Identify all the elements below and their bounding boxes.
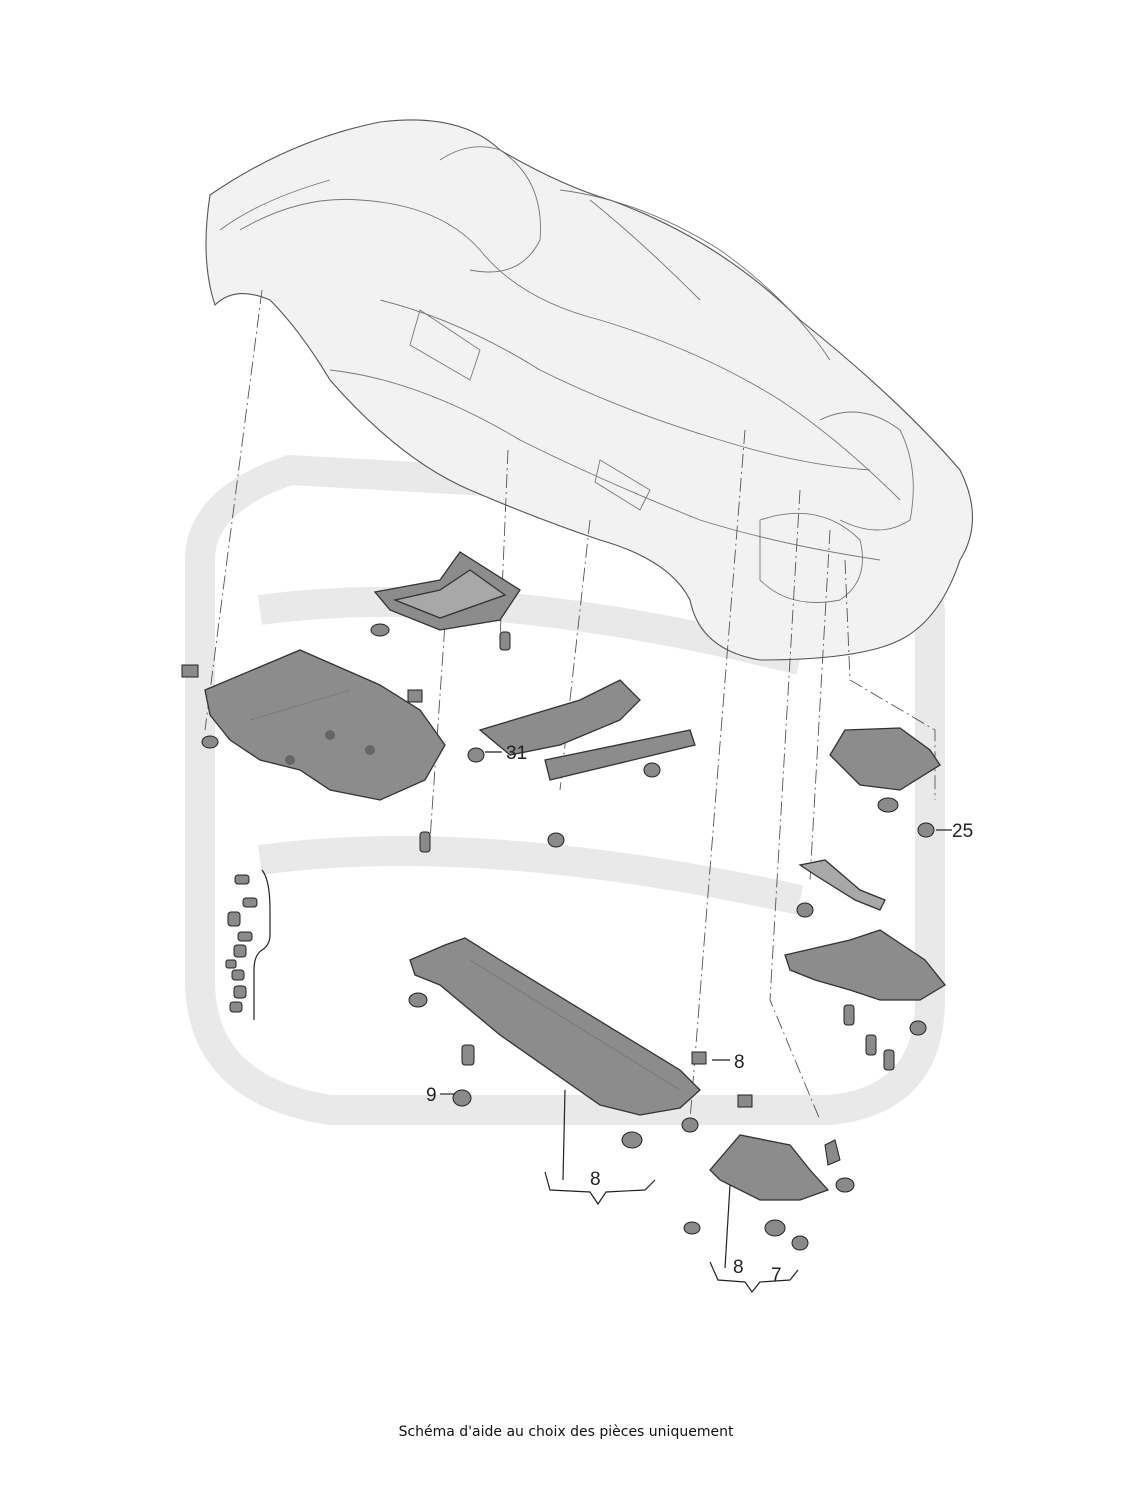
screw-icon	[865, 1034, 877, 1056]
center-tunnel-shield	[478, 679, 641, 756]
screw-icon	[467, 747, 485, 763]
screw-icon	[452, 1089, 472, 1107]
callout-8-rear: 8	[733, 1257, 744, 1278]
clip-icon	[181, 664, 199, 678]
callout-31: 31	[506, 743, 527, 764]
nut-icon	[621, 1131, 643, 1149]
rear-diffuser-shield	[784, 929, 946, 1001]
screw-icon	[643, 762, 661, 778]
clip-icon	[691, 1051, 707, 1065]
clip-icon	[407, 689, 423, 703]
screw-icon	[681, 1117, 699, 1133]
callout-7: 7	[771, 1265, 782, 1286]
fastener-brace	[253, 869, 271, 1020]
screw-icon	[547, 832, 565, 848]
upper-small-shield	[373, 551, 521, 631]
side-sill-shield	[409, 937, 701, 1116]
callout-8-7-brace	[709, 1261, 799, 1294]
nut-icon	[877, 797, 899, 813]
screw-icon	[461, 1044, 475, 1066]
nut-icon	[370, 623, 390, 637]
nut-icon	[408, 992, 428, 1008]
screw-icon	[796, 902, 814, 918]
clip-icon	[737, 1094, 753, 1108]
fastener-assortment	[225, 874, 258, 1013]
center-heat-shield	[544, 729, 696, 781]
screw-icon	[791, 1235, 809, 1251]
screw-icon	[419, 831, 431, 853]
nut-icon	[764, 1219, 786, 1237]
screw-icon	[917, 822, 935, 838]
callout-8-rear-leader	[724, 1184, 731, 1269]
bracket-icon	[824, 1139, 841, 1166]
callout-8-leader	[562, 1089, 566, 1181]
callout-8-clip: 8	[734, 1052, 745, 1073]
callout-8-sill: 8	[590, 1169, 601, 1190]
callout-9: 9	[426, 1085, 437, 1106]
callout-8-brace	[544, 1171, 656, 1206]
screw-icon	[499, 631, 511, 651]
screw-icon	[843, 1004, 855, 1026]
leader-lines	[204, 289, 936, 1121]
rear-corner-shield	[709, 1134, 830, 1201]
nut-icon	[683, 1221, 701, 1235]
callout-25: 25	[952, 821, 973, 842]
car-body-underside	[205, 119, 974, 661]
rear-right-shield	[829, 727, 941, 791]
screw-icon	[909, 1020, 927, 1036]
disclaimer-caption: Schéma d'aide au choix des pièces unique…	[398, 1424, 734, 1440]
screw-icon	[883, 1049, 895, 1071]
front-underbody-shield	[204, 649, 446, 801]
nut-icon	[835, 1177, 855, 1193]
mounting-bracket	[798, 859, 886, 911]
screw-icon	[201, 735, 219, 749]
